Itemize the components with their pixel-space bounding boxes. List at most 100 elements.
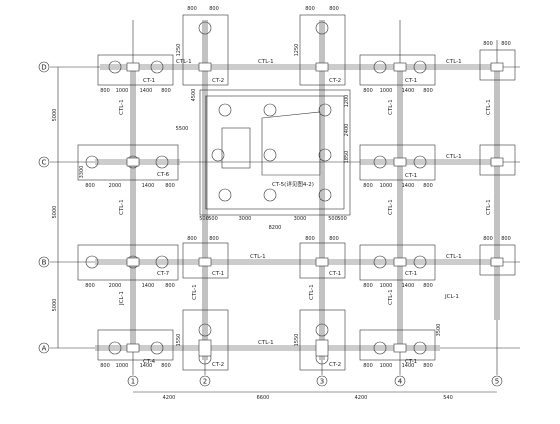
beam-label-d12: CTL-1: [176, 59, 192, 65]
pile-cap-a2: [182, 309, 229, 371]
axis-bubble-b: [38, 256, 50, 268]
dim-c1-c: 1400: [142, 183, 155, 189]
axis-label-4: 4: [398, 378, 403, 386]
beam-label-d45: CTL-1: [446, 59, 462, 65]
label-ct2-a2: CT-2: [212, 362, 224, 368]
beam-label-b5a: JCL-1: [444, 294, 459, 300]
core-pile-cap-inner: [205, 95, 345, 210]
dim-b1-c: 1400: [142, 283, 155, 289]
dim-c1-b: 2000: [109, 183, 122, 189]
dim-a2-c: 1550: [176, 334, 182, 347]
tie-beams: [95, 20, 500, 360]
label-ct1-c4: CT-1: [405, 173, 417, 179]
dim-b3-b: 800: [329, 236, 339, 242]
pile-caps: [77, 14, 516, 371]
dim-a1-a: 800: [100, 363, 110, 369]
axis-bubble-1: [127, 375, 139, 387]
pile-cap-b4: [359, 244, 436, 281]
label-ct6-c1: CT-6: [157, 172, 170, 178]
dim-a3-c: 1550: [294, 334, 300, 347]
dim-d1-b: 1000: [116, 88, 129, 94]
pile-cap-d3: [299, 14, 346, 86]
dim-d1-a: 800: [100, 88, 110, 94]
axis-label-2: 2: [203, 378, 207, 386]
dim-b1-b: 2000: [109, 283, 122, 289]
col-spacing-34: 4200: [355, 395, 368, 401]
beam-label-3ba: CTL-1: [309, 284, 315, 300]
dim-a4-c: 1400: [402, 363, 415, 369]
beam-label-d23: CTL-1: [258, 59, 274, 65]
beam-label-4ba: CTL-1: [388, 289, 394, 305]
pile-cap-b5: [479, 244, 516, 276]
dim-b5-a: 800: [483, 236, 493, 242]
axis-bubble-3: [316, 375, 328, 387]
pile-cap-c5: [479, 144, 516, 176]
dim-d5-b: 800: [501, 41, 511, 47]
axis-label-3: 3: [320, 378, 324, 386]
dim-b1-d: 800: [165, 283, 175, 289]
pile-cap-c4: [359, 144, 436, 181]
axis-bubbles: [38, 61, 503, 387]
axis-bubble-5: [491, 375, 503, 387]
label-ct1-b3: CT-1: [329, 271, 341, 277]
dim-c4-c: 1400: [402, 183, 415, 189]
core-dim-1200: 1200: [344, 95, 350, 108]
beam-label-2ba: CTL-1: [192, 284, 198, 300]
pile-cap-d2: [182, 14, 229, 86]
core-dim-1: 500: [199, 216, 209, 222]
pile-cap-c1: [77, 144, 179, 181]
col-spacing-45: 540: [443, 395, 453, 401]
dim-c4-a: 800: [363, 183, 373, 189]
core-dim-5500: 5500: [176, 126, 189, 132]
axis-bubble-d: [38, 61, 50, 73]
dim-d5-a: 800: [483, 41, 493, 47]
axis-bubble-a: [38, 342, 50, 354]
columns: [126, 62, 504, 357]
beam-label-4dc: CTL-1: [388, 99, 394, 115]
dim-b1-a: 800: [85, 283, 95, 289]
core-dim-1850: 1850: [344, 151, 350, 164]
pile-cap-a4: [359, 329, 436, 361]
dim-b3-a: 800: [305, 236, 315, 242]
axis-label-5: 5: [495, 378, 499, 386]
axis-label-a: A: [42, 345, 47, 353]
axis-bubble-4: [394, 375, 406, 387]
core-dim-4: 3000: [294, 216, 307, 222]
dim-a4-d: 800: [423, 363, 433, 369]
pile-cap-d5: [479, 49, 516, 81]
pile-cap-b1: [77, 244, 179, 281]
label-ct2-d2: CT-2: [212, 78, 224, 84]
axis-label-c: C: [42, 159, 47, 167]
core-dim-2400: 2400: [344, 124, 350, 137]
core-dim-2: 500: [208, 216, 218, 222]
dim-b2-a: 800: [187, 236, 197, 242]
row-spacing-dc: 5000: [52, 109, 58, 122]
pile-cap-a3: [299, 309, 346, 371]
dim-a1-b: 1000: [116, 363, 129, 369]
dim-b5-b: 800: [501, 236, 511, 242]
core-opening-right: [261, 111, 321, 176]
core-pile-cap: [199, 89, 351, 216]
axis-label-1: 1: [131, 378, 135, 386]
label-ct1-b2: CT-1: [212, 271, 224, 277]
dim-d1-d: 800: [161, 88, 171, 94]
core-dim-3: 3000: [239, 216, 252, 222]
dim-a1-c: 1400: [140, 363, 153, 369]
dim-d4-c: 1400: [402, 88, 415, 94]
label-ct1-d4: CT-1: [405, 78, 417, 84]
pile-cap-a1: [97, 329, 174, 361]
core-dim-6: 500: [337, 216, 347, 222]
pile-cap-d1: [97, 54, 174, 86]
beam-label-5dc: CTL-1: [486, 99, 492, 115]
dim-d2-a: 800: [187, 6, 197, 12]
axis-label-b: B: [42, 259, 47, 267]
dim-a4-b: 1000: [380, 363, 393, 369]
core-dim-5: 500: [328, 216, 338, 222]
beam-label-4cb: CTL-1: [388, 199, 394, 215]
dim-d1-c: 1400: [140, 88, 153, 94]
dim-b2-b: 800: [209, 236, 219, 242]
pile-cap-b2: [182, 242, 229, 279]
dim-d3-a: 800: [305, 6, 315, 12]
label-ct4-a1: CT-4: [143, 359, 156, 365]
